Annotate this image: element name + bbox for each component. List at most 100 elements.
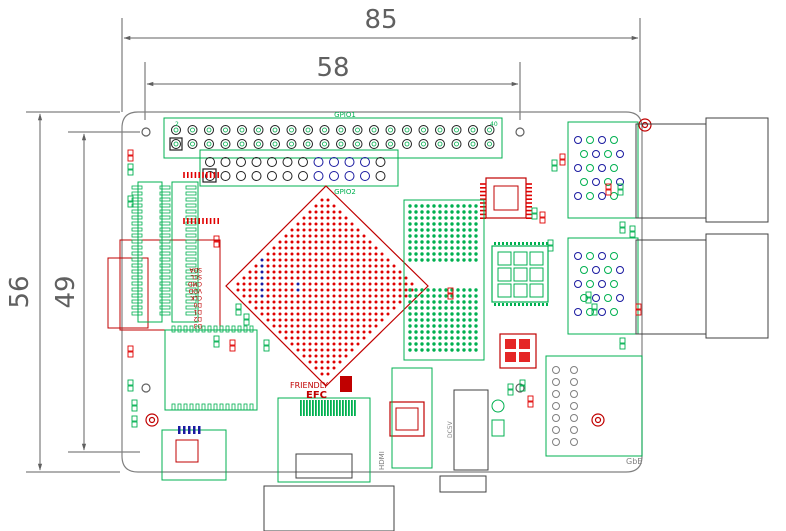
bga-ball	[404, 276, 408, 280]
bga-ball	[374, 264, 378, 268]
bga-lead	[530, 242, 532, 245]
ram-ball	[462, 246, 466, 250]
bga-ball	[320, 204, 324, 208]
comb-pad	[131, 221, 143, 226]
ram-ball	[420, 216, 424, 220]
ram-ball	[408, 342, 412, 346]
passive-pad	[585, 297, 592, 304]
bga-ball	[356, 330, 360, 334]
gbe-port	[545, 355, 643, 457]
ram-ball	[444, 222, 448, 226]
bga-ball	[350, 258, 354, 262]
pin-label: VDD	[188, 287, 202, 294]
bga-ball	[392, 306, 396, 310]
ram-ball	[432, 312, 436, 316]
hdmi-pad	[336, 400, 338, 416]
ram-ball	[420, 240, 424, 244]
bga-ball	[266, 312, 270, 316]
bga-ball	[320, 216, 324, 220]
ram-ball	[438, 336, 442, 340]
pin-label: SCL	[190, 273, 202, 280]
bga-ball	[296, 288, 300, 292]
micro-usb	[161, 426, 227, 481]
bga-ball	[356, 312, 360, 316]
gpio-pin-hole	[289, 141, 294, 147]
ram-ball	[474, 222, 478, 226]
port-pin	[610, 164, 618, 172]
comb-pad	[131, 227, 143, 232]
bga-ball	[326, 336, 330, 340]
bga-ball	[344, 336, 348, 340]
bga-ball	[272, 252, 276, 256]
passive-pad	[235, 303, 242, 310]
bga-ball	[326, 348, 330, 352]
bga-ball	[332, 342, 336, 346]
hdmi-pad	[303, 400, 305, 416]
gpio-pin	[451, 139, 462, 149]
bga-ball	[320, 306, 324, 310]
bga-ball	[308, 276, 312, 280]
gbe-pin	[570, 378, 578, 386]
ram-ball	[474, 300, 478, 304]
bga-ball	[338, 312, 342, 316]
comb-pad	[159, 233, 171, 238]
bga-ball	[392, 264, 396, 268]
ram-ball	[468, 240, 472, 244]
ram-ball	[432, 204, 436, 208]
comb-pad	[159, 257, 171, 262]
qfp-lead	[194, 172, 197, 178]
bga-ball	[260, 276, 264, 280]
gpio-pin-hole	[322, 141, 327, 147]
bga-ball	[338, 216, 342, 220]
bga-ball	[266, 306, 270, 310]
qfp-lead	[526, 213, 532, 216]
ram-ball	[462, 324, 466, 328]
comb-pad	[159, 287, 171, 292]
bga-ball	[350, 264, 354, 268]
passive-pad	[519, 379, 526, 386]
bga-ball	[278, 252, 282, 256]
bga-ball	[290, 342, 294, 346]
port-pin	[598, 252, 606, 260]
bga-ball	[302, 318, 306, 322]
gpio-pin	[303, 125, 313, 135]
qfp-lead	[209, 218, 212, 224]
bga-ball	[338, 288, 342, 292]
bga-ball	[314, 222, 318, 226]
bga-ball	[344, 276, 348, 280]
ram-ball	[474, 318, 478, 322]
bga-ball	[296, 246, 300, 250]
gpio-pin-hole	[223, 141, 228, 147]
bga-ball	[320, 210, 324, 214]
bga-ball	[284, 270, 288, 274]
bga-ball	[266, 264, 270, 268]
gpio-pin-hole	[421, 141, 426, 147]
bga-ball	[326, 258, 330, 262]
ram-ball	[438, 318, 442, 322]
passive-pad	[127, 155, 134, 162]
bga-ball	[260, 264, 264, 268]
hdmi-pad	[330, 400, 332, 416]
ram-ball	[408, 216, 412, 220]
wifi-module	[164, 325, 258, 411]
chip-cell	[505, 339, 516, 349]
bga-ball	[326, 216, 330, 220]
bga-ball	[314, 312, 318, 316]
bga-ball	[326, 246, 330, 250]
passive-pad	[229, 339, 236, 346]
gpio-pin	[418, 139, 429, 149]
bga-ball	[296, 270, 300, 274]
bga-ball	[350, 324, 354, 328]
bga-ball	[356, 228, 360, 232]
bga-ball	[314, 306, 318, 310]
bga-ball	[368, 240, 372, 244]
comb-pad	[131, 299, 143, 304]
bga-ball	[368, 270, 372, 274]
gpio2-pin	[236, 171, 246, 181]
bga-ball	[338, 318, 342, 322]
ram-ball	[474, 252, 478, 256]
bga-ball	[350, 252, 354, 256]
passive-pad	[559, 153, 566, 160]
bga-ball	[254, 294, 258, 298]
bga-ball	[332, 240, 336, 244]
